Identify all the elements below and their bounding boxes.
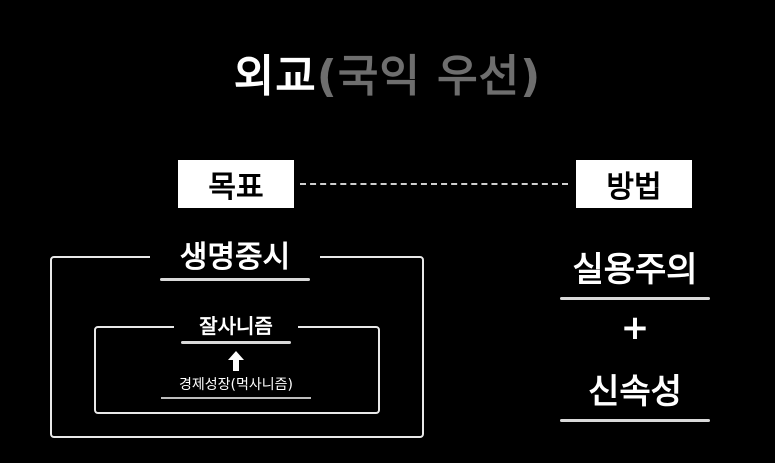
method-item-text: 실용주의	[572, 250, 698, 290]
method-tag: 방법	[576, 160, 692, 208]
arrow-up-icon	[228, 351, 244, 371]
outer-goal-text: 생명중시	[179, 240, 291, 275]
dashed-connector	[300, 183, 568, 185]
inner-goal-text: 잘사니즘	[199, 314, 273, 338]
inner-goal-detail-text: 경제성장(먹사니즘)	[179, 377, 293, 393]
slide-title: 외교(국익 우선)	[0, 40, 775, 104]
plus-sign: +	[620, 308, 650, 348]
inner-goal-label: 잘사니즘	[174, 310, 298, 344]
method-item-text: 신속성	[588, 372, 682, 412]
inner-goal-detail-underline	[161, 397, 311, 399]
outer-goal-underline	[160, 278, 310, 281]
outer-goal-label: 생명중시	[150, 232, 320, 281]
method-item-pragmatism: 실용주의	[540, 242, 730, 300]
inner-goal-detail: 경제성장(먹사니즘)	[150, 374, 322, 399]
method-item-underline	[560, 297, 710, 300]
title-subtitle: (국익 우선)	[316, 51, 542, 102]
method-item-underline	[560, 419, 710, 422]
method-item-speed: 신속성	[540, 364, 730, 422]
goal-tag: 목표	[178, 160, 294, 208]
inner-goal-underline	[181, 341, 291, 344]
title-main: 외교	[233, 51, 317, 102]
